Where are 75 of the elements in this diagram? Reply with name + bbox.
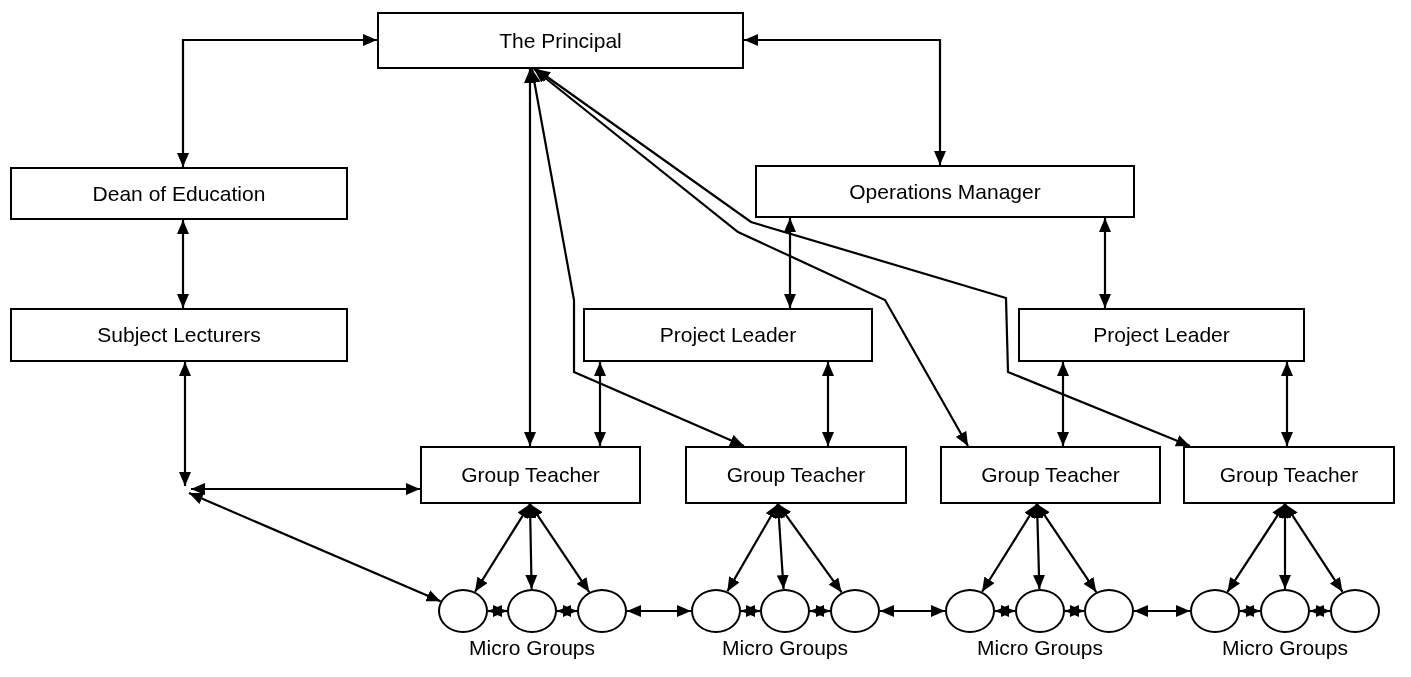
connector-arrow bbox=[528, 68, 745, 447]
connector-arrow bbox=[594, 362, 606, 446]
connector-arrow bbox=[474, 503, 531, 593]
connector-arrow bbox=[726, 503, 779, 592]
group-circle bbox=[507, 589, 557, 633]
connector-arrow bbox=[744, 34, 946, 165]
connector-arrow bbox=[529, 503, 591, 593]
group-circle bbox=[1015, 589, 1065, 633]
group-circle bbox=[438, 589, 488, 633]
connector-arrow bbox=[1281, 362, 1293, 446]
group-circle bbox=[691, 589, 741, 633]
role-box bbox=[420, 446, 641, 504]
group-circle bbox=[1330, 589, 1380, 633]
connector-arrow bbox=[179, 362, 191, 486]
connector-arrow bbox=[1134, 605, 1190, 617]
role-name: Operations Manager bbox=[849, 179, 1041, 204]
connector-arrow bbox=[524, 504, 538, 590]
connector-arrow bbox=[995, 605, 1015, 617]
role-box bbox=[10, 308, 348, 362]
group-circle bbox=[760, 589, 810, 633]
connector-arrow bbox=[981, 503, 1038, 593]
connector-arrow bbox=[524, 69, 536, 446]
role-box bbox=[1018, 308, 1305, 362]
connector-arrow bbox=[1284, 503, 1344, 593]
role-box bbox=[10, 167, 348, 220]
connector-arrow bbox=[177, 220, 189, 308]
role-name: Project Leader bbox=[1093, 323, 1230, 347]
connector-arrow bbox=[777, 503, 843, 594]
connector-arrow bbox=[1057, 362, 1069, 446]
connector-arrow bbox=[557, 605, 577, 617]
connector-arrow bbox=[191, 483, 420, 495]
group-circle bbox=[830, 589, 880, 633]
group-circle bbox=[577, 589, 627, 633]
connector-arrow bbox=[741, 605, 760, 617]
connector-arrow bbox=[1240, 605, 1260, 617]
role-name: Group Teacher bbox=[726, 463, 866, 487]
role-name: Group Teacher bbox=[981, 463, 1120, 487]
connector-arrow bbox=[1226, 503, 1286, 593]
role-box bbox=[583, 308, 873, 362]
connector-arrow bbox=[533, 68, 969, 447]
group-circle bbox=[1190, 589, 1240, 633]
group-caption: Micro Groups bbox=[469, 636, 595, 660]
connector-arrow bbox=[627, 605, 691, 617]
connector-arrow bbox=[177, 34, 377, 167]
connector-arrow bbox=[784, 218, 796, 308]
connector-arrow bbox=[772, 503, 789, 590]
connector-arrow bbox=[1310, 605, 1330, 617]
connector-arrow bbox=[1031, 503, 1045, 590]
role-box bbox=[940, 446, 1161, 504]
role-name: Subject Lecturers bbox=[97, 323, 261, 347]
group-circle bbox=[945, 589, 995, 633]
role-name: The Principal bbox=[499, 28, 622, 53]
role-box bbox=[377, 12, 744, 69]
group-caption: Micro Groups bbox=[1222, 636, 1348, 660]
connector-arrow bbox=[1279, 504, 1291, 589]
role-box bbox=[1183, 446, 1395, 504]
role-name: Project Leader bbox=[659, 323, 797, 347]
group-circle bbox=[1260, 589, 1310, 633]
connector-arrow bbox=[880, 605, 945, 617]
role-name: Group Teacher bbox=[1219, 463, 1359, 487]
role-box bbox=[685, 446, 907, 504]
role-name: Dean of Education bbox=[92, 181, 266, 206]
group-circle bbox=[1084, 589, 1134, 633]
group-caption: Micro Groups bbox=[722, 636, 848, 660]
role-name: Group Teacher bbox=[461, 463, 600, 487]
role-box bbox=[755, 165, 1135, 218]
connector-arrow bbox=[535, 68, 1191, 447]
connector-arrow bbox=[810, 605, 830, 617]
connector-arrow bbox=[1036, 503, 1098, 593]
connector-arrow bbox=[488, 605, 507, 617]
connector-arrow bbox=[1065, 605, 1084, 617]
connector-arrow bbox=[822, 362, 834, 446]
connector-arrow bbox=[1099, 218, 1111, 308]
group-caption: Micro Groups bbox=[977, 636, 1103, 660]
connector-arrow bbox=[188, 492, 441, 603]
